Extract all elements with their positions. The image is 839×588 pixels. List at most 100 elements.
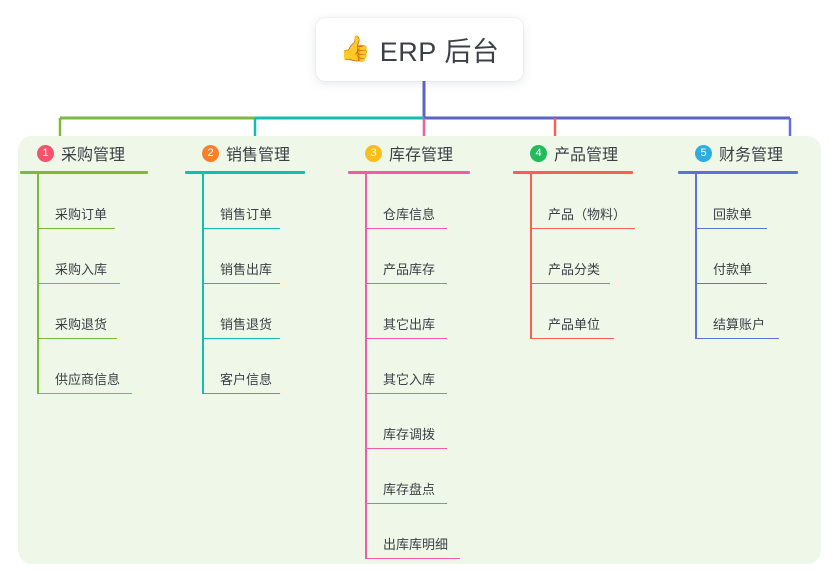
root-title: ERP 后台 xyxy=(379,37,500,67)
branch-item-rule xyxy=(202,392,280,394)
branch-item-rule xyxy=(365,227,447,229)
branch-header-rule xyxy=(678,171,798,174)
branch-spine xyxy=(530,174,532,339)
branch-item-rule xyxy=(365,557,460,559)
branch-item-label: 库存盘点 xyxy=(383,482,436,497)
branch-item-rule xyxy=(695,282,767,284)
branch-column-3: 3 库存管理仓库信息产品库存其它出库其它入库库存调拨库存盘点出库库明细 xyxy=(348,136,470,559)
branch-item[interactable]: 销售出库 xyxy=(185,229,305,284)
branch-item[interactable]: 产品单位 xyxy=(513,284,633,339)
branch-item[interactable]: 产品（物料） xyxy=(513,174,635,229)
branch-item-label: 其它出库 xyxy=(383,317,436,332)
branch-item-label: 采购入库 xyxy=(55,262,108,277)
branch-header-4[interactable]: 4 产品管理 xyxy=(513,136,633,170)
branch-item-label: 产品库存 xyxy=(383,262,436,277)
branch-item[interactable]: 销售订单 xyxy=(185,174,305,229)
branch-item[interactable]: 产品库存 xyxy=(348,229,470,284)
branch-item-label: 采购退货 xyxy=(55,317,108,332)
branch-item-rule xyxy=(365,502,447,504)
branch-item-rule xyxy=(37,227,115,229)
branch-header-2[interactable]: 2 销售管理 xyxy=(185,136,305,170)
branch-title: 库存管理 xyxy=(389,147,454,164)
branch-item-label: 采购订单 xyxy=(55,207,108,222)
branch-item-rule xyxy=(202,337,280,339)
branch-item[interactable]: 客户信息 xyxy=(185,339,305,394)
branch-item-label: 客户信息 xyxy=(220,372,273,387)
branch-item-rule xyxy=(37,282,120,284)
branch-item-label: 产品分类 xyxy=(548,262,601,277)
branch-item[interactable]: 其它入库 xyxy=(348,339,470,394)
branch-item-label: 结算账户 xyxy=(713,317,766,332)
branches-panel xyxy=(18,136,821,564)
branch-column-5: 5 财务管理回款单付款单结算账户 xyxy=(678,136,798,339)
branch-item[interactable]: 采购入库 xyxy=(20,229,148,284)
branch-item-label: 产品单位 xyxy=(548,317,601,332)
branch-header-1[interactable]: 1 采购管理 xyxy=(20,136,148,170)
branch-number-badge: 4 xyxy=(530,144,547,162)
branch-item[interactable]: 结算账户 xyxy=(678,284,798,339)
branch-item-label: 出库库明细 xyxy=(383,537,449,552)
branch-item-label: 销售订单 xyxy=(220,207,273,222)
branch-columns: 1 采购管理采购订单采购入库采购退货供应商信息 2 销售管理销售订单销售出库销售退货客… xyxy=(18,136,821,564)
branch-item-rule xyxy=(37,392,132,394)
branch-item[interactable]: 销售退货 xyxy=(185,284,305,339)
branch-item-rule xyxy=(365,392,447,394)
branch-items: 仓库信息产品库存其它出库其它入库库存调拨库存盘点出库库明细 xyxy=(348,174,470,559)
branch-items: 销售订单销售出库销售退货客户信息 xyxy=(185,174,305,394)
branch-item-rule xyxy=(365,337,447,339)
branch-header-5[interactable]: 5 财务管理 xyxy=(678,136,798,170)
branch-item[interactable]: 库存调拨 xyxy=(348,394,470,449)
branch-item[interactable]: 付款单 xyxy=(678,229,798,284)
branch-header-rule xyxy=(20,171,148,174)
branch-item-rule xyxy=(530,227,635,229)
branch-item-label: 供应商信息 xyxy=(55,372,121,387)
branch-number-badge: 5 xyxy=(695,144,712,162)
branch-item-label: 库存调拨 xyxy=(383,427,436,442)
branch-item-label: 产品（物料） xyxy=(548,207,627,222)
branch-title: 采购管理 xyxy=(61,147,126,164)
branch-title: 财务管理 xyxy=(719,147,784,164)
branch-spine xyxy=(202,174,204,394)
branch-header-3[interactable]: 3 库存管理 xyxy=(348,136,470,170)
branch-spine xyxy=(37,174,39,394)
branch-column-4: 4 产品管理产品（物料） 产品分类产品单位 xyxy=(513,136,635,339)
branch-item-rule xyxy=(365,447,447,449)
branch-column-2: 2 销售管理销售订单销售出库销售退货客户信息 xyxy=(185,136,305,394)
branch-item-label: 回款单 xyxy=(713,207,753,222)
branch-item-rule xyxy=(202,282,280,284)
branch-header-rule xyxy=(185,171,305,174)
root-node-content: 👍 ERP 后台 xyxy=(340,30,500,69)
branch-item[interactable]: 产品分类 xyxy=(513,229,633,284)
branch-number-badge: 3 xyxy=(365,144,382,162)
branch-header-rule xyxy=(513,171,633,174)
branch-items: 产品（物料） 产品分类产品单位 xyxy=(513,174,635,339)
branch-items: 采购订单采购入库采购退货供应商信息 xyxy=(20,174,148,394)
branch-item[interactable]: 采购退货 xyxy=(20,284,148,339)
branch-items: 回款单付款单结算账户 xyxy=(678,174,798,339)
branch-item-rule xyxy=(202,227,280,229)
branch-column-1: 1 采购管理采购订单采购入库采购退货供应商信息 xyxy=(20,136,148,394)
branch-item[interactable]: 回款单 xyxy=(678,174,798,229)
branch-number-badge: 1 xyxy=(37,144,54,162)
branch-item[interactable]: 出库库明细 xyxy=(348,504,470,559)
thumbs-up-icon: 👍 xyxy=(339,35,371,63)
branch-item[interactable]: 其它出库 xyxy=(348,284,470,339)
branch-number-badge: 2 xyxy=(202,144,219,162)
branch-item-rule xyxy=(530,337,614,339)
branch-item-rule xyxy=(695,337,779,339)
branch-spine xyxy=(695,174,697,339)
branch-title: 销售管理 xyxy=(226,147,291,164)
branch-spine xyxy=(365,174,367,559)
branch-item[interactable]: 仓库信息 xyxy=(348,174,470,229)
branch-item[interactable]: 采购订单 xyxy=(20,174,148,229)
branch-item-rule xyxy=(695,227,767,229)
branch-item-label: 其它入库 xyxy=(383,372,436,387)
branch-title: 产品管理 xyxy=(554,147,619,164)
branch-item[interactable]: 供应商信息 xyxy=(20,339,148,394)
root-node[interactable]: 👍 ERP 后台 xyxy=(316,18,523,81)
branch-item[interactable]: 库存盘点 xyxy=(348,449,470,504)
branch-item-rule xyxy=(37,337,117,339)
branch-item-label: 销售退货 xyxy=(220,317,273,332)
branch-item-label: 仓库信息 xyxy=(383,207,436,222)
